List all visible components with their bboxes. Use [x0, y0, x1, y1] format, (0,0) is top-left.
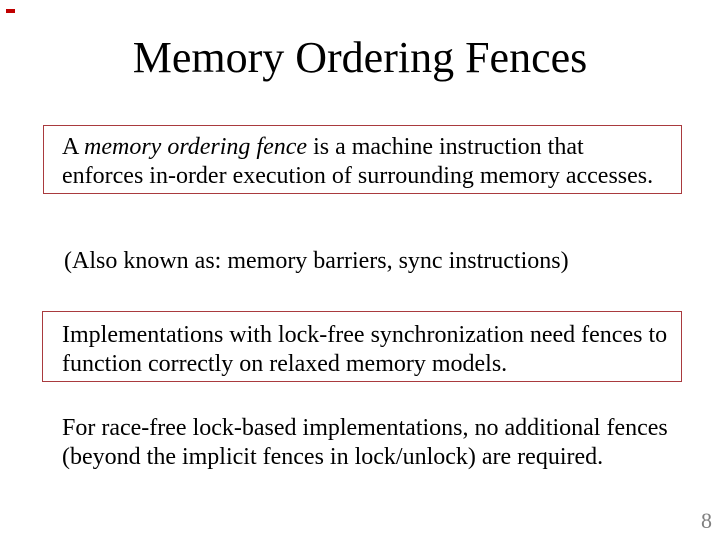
- lockfree-line2: function correctly on relaxed memory mod…: [62, 351, 508, 377]
- slide-title: Memory Ordering Fences: [132, 33, 588, 82]
- definition-text: A memory ordering fence is a machine ins…: [62, 133, 675, 191]
- definition-line2: enforces in-order execution of surroundi…: [62, 163, 654, 189]
- definition-line1-pre: A: [62, 134, 85, 160]
- definition-box: A memory ordering fence is a machine ins…: [43, 125, 682, 194]
- lockbased-line2: (beyond the implicit fences in lock/unlo…: [62, 444, 604, 470]
- aka-note: (Also known as: memory barriers, sync in…: [64, 248, 569, 274]
- lockbased-note: For race-free lock-based implementations…: [62, 414, 668, 472]
- lockfree-line1: Implementations with lock-free synchroni…: [62, 322, 668, 348]
- corner-red-mark: [6, 9, 15, 13]
- definition-term-italic: memory ordering fence: [84, 134, 308, 160]
- definition-line1-post: is a machine instruction that: [307, 134, 584, 160]
- lockfree-box: Implementations with lock-free synchroni…: [42, 311, 682, 382]
- lockfree-text: Implementations with lock-free synchroni…: [62, 321, 675, 379]
- lockbased-line1: For race-free lock-based implementations…: [62, 415, 668, 441]
- page-number: 8: [701, 508, 712, 533]
